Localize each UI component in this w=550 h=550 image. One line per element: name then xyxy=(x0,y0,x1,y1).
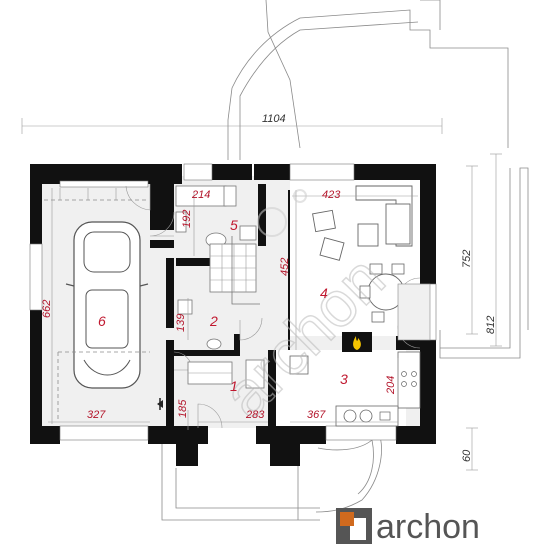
dim-60: 60 xyxy=(461,449,473,462)
dim-367: 367 xyxy=(307,409,326,421)
dim-283: 283 xyxy=(245,409,265,421)
room-2-label: 2 xyxy=(209,313,218,329)
dim-garage-depth: 662 xyxy=(41,300,53,318)
room-4-label: 4 xyxy=(320,285,328,301)
living-furniture xyxy=(312,185,415,323)
wardrobe xyxy=(187,359,265,389)
dim-185: 185 xyxy=(177,399,189,418)
dim-452: 452 xyxy=(279,258,291,276)
stairs xyxy=(209,236,260,305)
room-6-label: 6 xyxy=(98,313,106,329)
dim-752: 752 xyxy=(461,250,473,268)
dim-total-width: 1104 xyxy=(262,113,286,125)
terrace-outline xyxy=(227,0,529,359)
dim-139: 139 xyxy=(175,314,187,332)
archon-logo: archon xyxy=(336,508,480,546)
dimension-labels: 1104 752 812 60 327 662 185 283 367 204 … xyxy=(41,113,497,462)
windows xyxy=(29,163,437,441)
bathroom-fixtures xyxy=(175,185,257,248)
room-5-label: 5 xyxy=(230,217,238,233)
wc-fixtures xyxy=(177,299,222,350)
fireplace-icon xyxy=(342,332,372,352)
logo-text: archon xyxy=(376,508,480,546)
car xyxy=(65,221,149,389)
dim-812: 812 xyxy=(485,316,497,334)
dim-192: 192 xyxy=(181,210,193,228)
dim-214: 214 xyxy=(191,189,210,201)
dimension-lines xyxy=(21,118,502,471)
exterior-walls xyxy=(30,164,436,466)
patio-door xyxy=(397,283,431,341)
dim-204: 204 xyxy=(385,376,397,395)
garage-storage xyxy=(44,188,163,420)
room-3-label: 3 xyxy=(340,371,348,387)
room-labels: 1 2 3 4 5 6 xyxy=(98,217,348,394)
dim-garage-width: 327 xyxy=(87,409,106,421)
room-1-label: 1 xyxy=(230,378,238,394)
dim-423: 423 xyxy=(322,189,341,201)
